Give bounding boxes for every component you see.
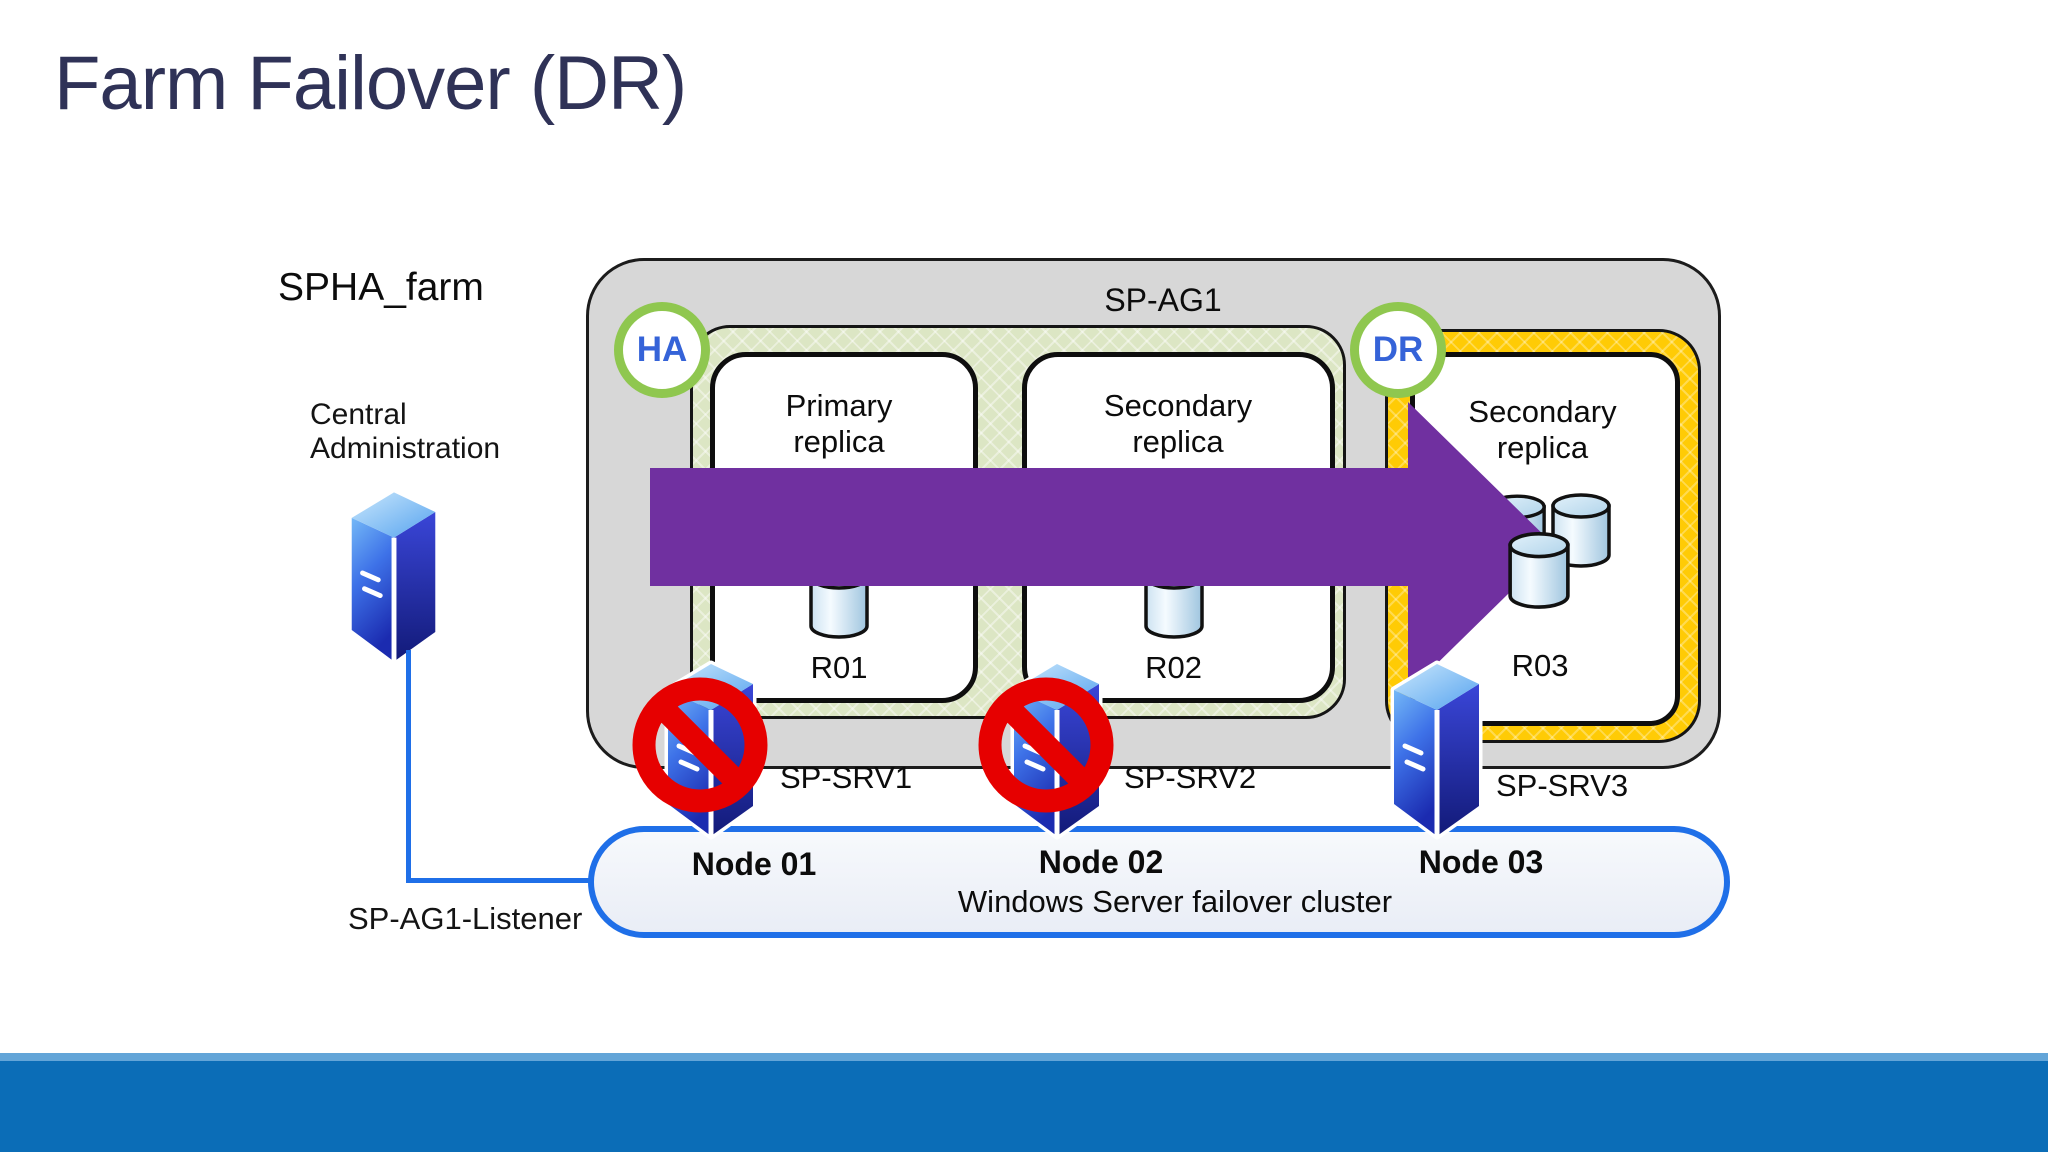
footer-accent-bar [0,1053,2048,1061]
server-label-2: SP-SRV2 [1124,760,1257,795]
listener-connector-vertical [406,650,411,882]
node-label-3: Node 03 [1418,844,1544,880]
central-admin-server-icon [348,488,439,665]
database-cylinder-icon [1508,532,1570,609]
listener-label: SP-AG1-Listener [348,901,583,936]
server-label-1: SP-SRV1 [780,760,913,795]
cluster-caption: Windows Server failover cluster [957,884,1393,919]
farm-name-label: SPHA_farm [278,266,484,309]
page-title: Farm Failover (DR) [54,41,687,126]
prohibition-icon [978,677,1114,813]
central-administration-label: Central Administration [310,398,501,465]
replica-role-r02: Secondary replica [1103,388,1253,459]
failover-arrow [650,402,1556,692]
replica-id-r03: R03 [1511,648,1569,683]
prohibition-icon [632,677,768,813]
node-label-1: Node 01 [691,846,817,882]
ha-badge: HA [614,302,710,398]
listener-connector-horizontal [406,878,596,883]
replica-role-r03: Secondary replica [1468,394,1617,465]
replica-role-r01: Primary replica [785,388,893,459]
dr-badge: DR [1350,302,1446,398]
replica-id-r01: R01 [810,650,868,685]
server-tower-icon [1390,660,1483,840]
node-label-2: Node 02 [1038,844,1164,880]
replica-id-r02: R02 [1145,650,1202,685]
failover-cluster-box [588,826,1730,938]
availability-group-label: SP-AG1 [1104,282,1222,318]
server-label-3: SP-SRV3 [1496,768,1629,803]
footer-bar [0,1061,2048,1152]
